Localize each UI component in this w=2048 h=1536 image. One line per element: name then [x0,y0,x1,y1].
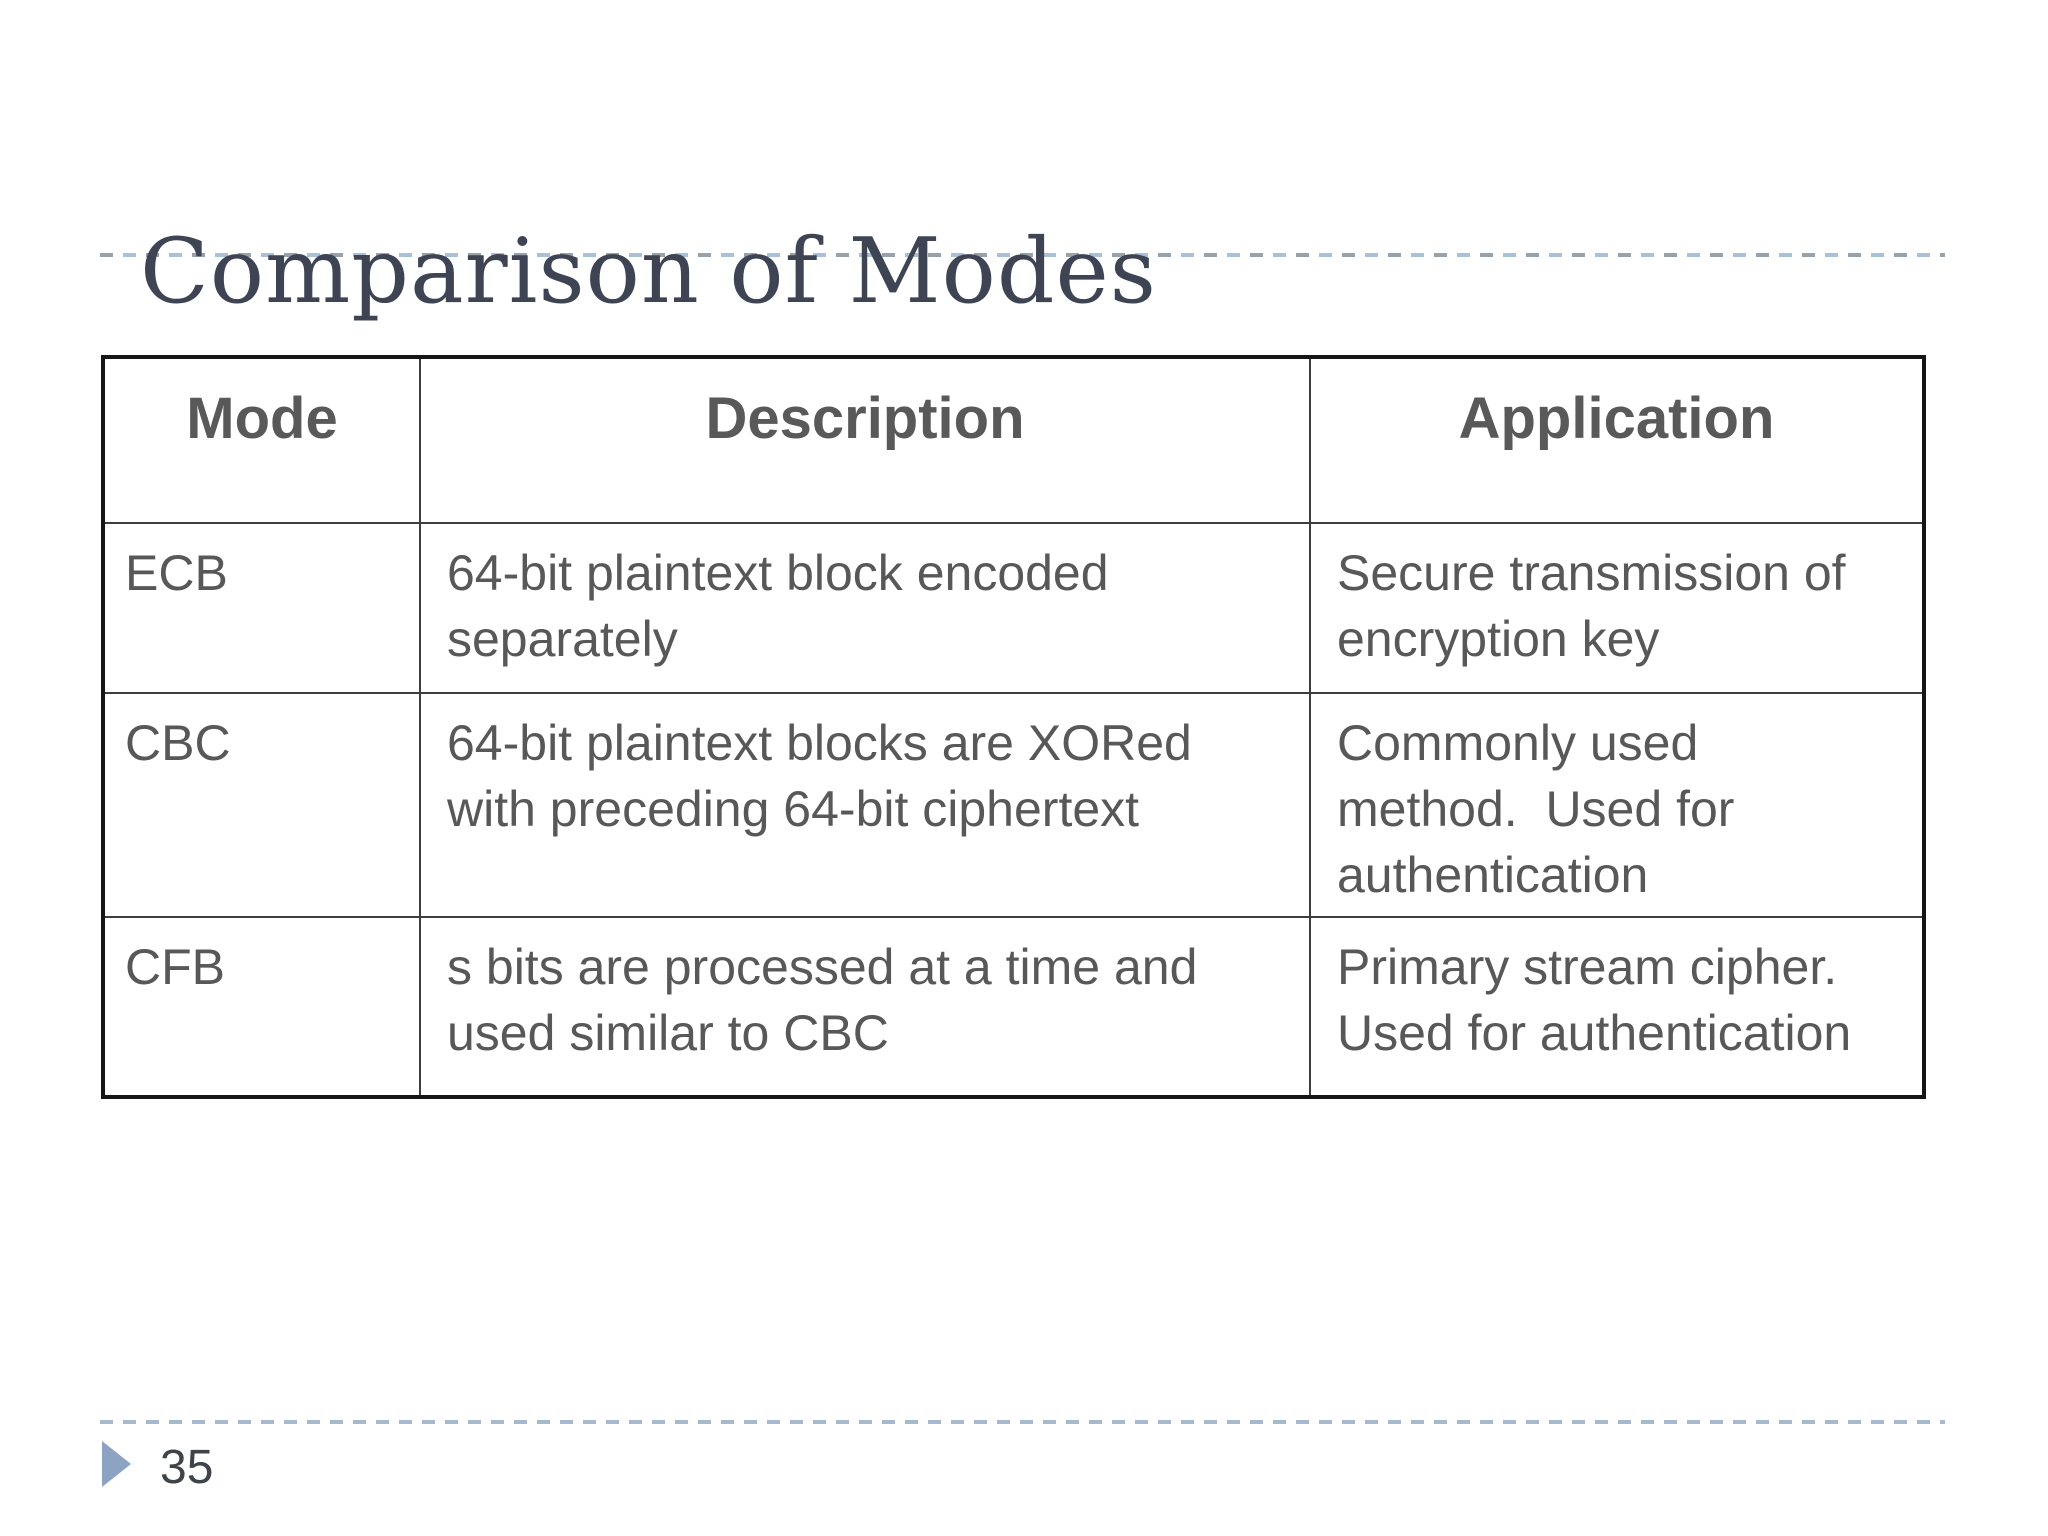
cell-description: 64-bit plaintext blocks are XORed with p… [419,692,1311,918]
cell-application: Primary stream cipher. Used for authenti… [1309,916,1925,1098]
column-header-mode: Mode [102,356,421,524]
page-title: Comparison of Modes [140,219,1157,325]
cell-application: Commonly used method. Used for authentic… [1309,692,1925,918]
cell-description: s bits are processed at a time and used … [419,916,1311,1098]
table-row: ECB 64-bit plaintext block encoded separ… [102,522,1925,694]
modes-comparison-table: Mode Description Application ECB 64-bit … [101,355,1926,1099]
cell-application: Secure transmission of encryption key [1309,522,1925,694]
title-underline-dashed-rule [100,253,1945,257]
table-header-row: Mode Description Application [102,356,1925,524]
column-header-description: Description [419,356,1311,524]
page-number: 35 [160,1441,214,1494]
table-row: CFB s bits are processed at a time and u… [102,916,1925,1098]
cell-description: 64-bit plaintext block encoded separatel… [419,522,1311,694]
bullet-arrow-icon [102,1441,131,1487]
cell-mode: CFB [102,916,421,1098]
footer-divider-dashed-rule [100,1420,1945,1424]
cell-mode: CBC [102,692,421,918]
table-row: CBC 64-bit plaintext blocks are XORed wi… [102,692,1925,918]
cell-mode: ECB [102,522,421,694]
column-header-application: Application [1309,356,1925,524]
